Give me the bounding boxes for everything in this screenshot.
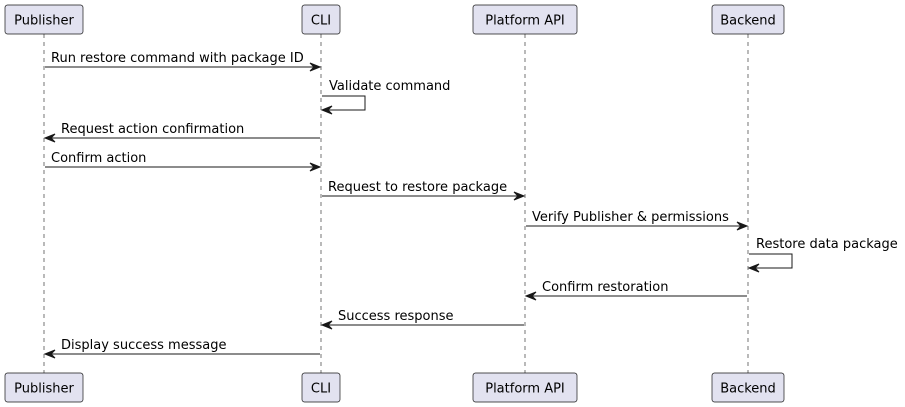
participant-api-top: Platform API (472, 4, 578, 35)
arrowhead (43, 133, 56, 143)
message-label: Restore data package (756, 237, 898, 252)
arrowhead (320, 105, 333, 115)
participant-label: Publisher (14, 14, 74, 29)
participant-publisher-top: Publisher (4, 4, 84, 35)
participant-label: Platform API (485, 14, 565, 29)
message-line (749, 253, 793, 269)
message-label: Confirm action (51, 151, 146, 166)
message-1: Run restore command with package ID (45, 51, 322, 72)
arrowhead (320, 320, 333, 330)
participant-box (4, 4, 84, 35)
participant-cli-top: CLI (301, 4, 341, 35)
participant-label: CLI (311, 14, 331, 29)
message-8: Confirm restoration (524, 280, 747, 301)
arrowhead (43, 349, 56, 359)
message-label: Validate command (329, 79, 450, 94)
participant-backend-bottom: Backend (711, 372, 785, 403)
message-9: Success response (320, 309, 524, 330)
participant-label: Publisher (14, 382, 74, 397)
arrowhead (747, 263, 760, 273)
participant-backend-top: Backend (711, 4, 785, 35)
participant-label: CLI (311, 382, 331, 397)
message-label: Verify Publisher & permissions (532, 210, 729, 225)
participant-box (711, 372, 785, 403)
message-label: Display success message (61, 338, 226, 353)
message-2: Validate command (320, 79, 450, 115)
arrowhead (309, 62, 322, 72)
participant-label: Backend (720, 382, 776, 397)
arrowhead (309, 162, 322, 172)
arrowhead (524, 291, 537, 301)
participant-publisher-bottom: Publisher (4, 372, 84, 403)
arrowhead (736, 221, 749, 231)
message-line (322, 95, 366, 111)
participant-box (472, 372, 578, 403)
participant-box (301, 4, 341, 35)
participant-box (301, 372, 341, 403)
participant-cli-bottom: CLI (301, 372, 341, 403)
participant-box (472, 4, 578, 35)
message-10: Display success message (43, 338, 320, 359)
message-5: Request to restore package (322, 180, 526, 201)
message-label: Request to restore package (328, 180, 507, 195)
message-label: Request action confirmation (61, 122, 244, 137)
message-label: Run restore command with package ID (51, 51, 304, 66)
participant-box (4, 372, 84, 403)
message-6: Verify Publisher & permissions (526, 210, 749, 231)
participant-label: Platform API (485, 382, 565, 397)
message-7: Restore data package (747, 237, 898, 273)
participant-api-bottom: Platform API (472, 372, 578, 403)
arrowhead (513, 191, 526, 201)
participant-box (711, 4, 785, 35)
message-label: Success response (338, 309, 454, 324)
message-label: Confirm restoration (542, 280, 668, 295)
message-4: Confirm action (45, 151, 322, 172)
participant-label: Backend (720, 14, 776, 29)
message-3: Request action confirmation (43, 122, 320, 143)
